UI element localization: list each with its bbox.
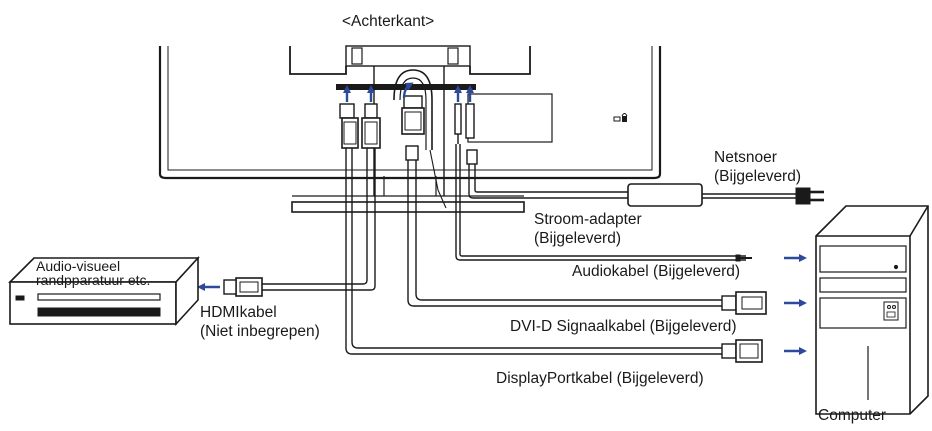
direction-arrows	[197, 254, 807, 355]
hdmi-av-plug	[223, 277, 263, 297]
dvi-cable-label: DVI-D Signaalkabel (Bijgeleverd)	[510, 318, 737, 335]
power-adapter	[627, 183, 824, 207]
av-equipment-label: Audio-visueel randpparatuur etc.	[36, 258, 151, 288]
computer-side-plugs	[721, 254, 767, 363]
hdmi-cable-label: HDMIkabel (Niet inbegrepen)	[200, 304, 320, 340]
power-cord-label: Netsnoer (Bijgeleverd)	[714, 149, 802, 185]
power-adapter-label: Stroom-adapter (Bijgeleverd)	[534, 211, 642, 247]
displayport-cable-label: DisplayPortkabel (Bijgeleverd)	[496, 370, 704, 387]
diagram-title: <Achterkant>	[342, 13, 435, 30]
computer-tower	[815, 205, 929, 415]
av-equipment	[8, 255, 200, 327]
audio-cable-label: Audiokabel (Bijgeleverd)	[572, 263, 741, 280]
computer-label: Computer	[818, 407, 887, 424]
monitor-connectors	[339, 95, 478, 165]
cables	[262, 144, 796, 355]
insert-arrows	[343, 82, 474, 102]
